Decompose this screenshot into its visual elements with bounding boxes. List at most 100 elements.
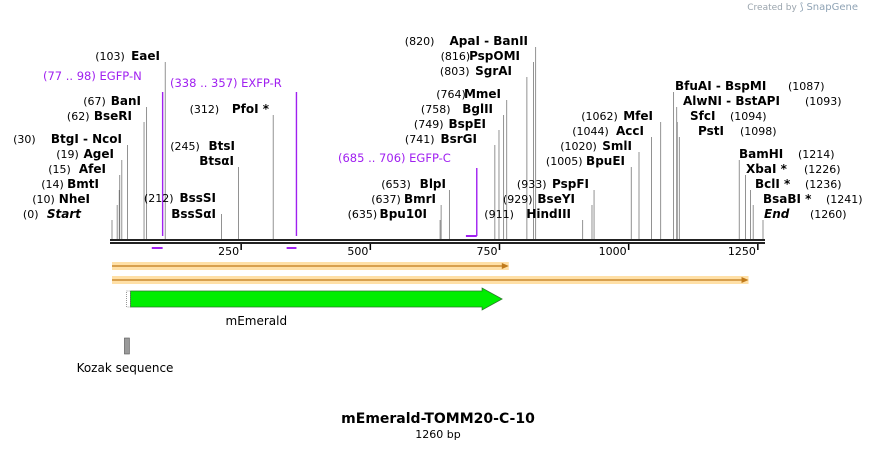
enzyme-site-bsss-i[interactable]: BssSαI: [171, 207, 216, 221]
enzyme-position: (749): [414, 118, 444, 131]
primer-layer: (77 .. 98) EGFP-N (338 .. 357) EXFP-R (685…: [43, 69, 478, 249]
enzyme-site-bspei[interactable]: BspEI(749): [414, 117, 486, 131]
enzyme-name: BlpI: [420, 177, 446, 191]
enzyme-name: BssSαI: [171, 207, 216, 221]
primer-label: (338 .. 357) EXFP-R: [170, 76, 282, 90]
enzyme-name: SmlI: [602, 139, 632, 153]
enzyme-name: Start: [47, 207, 82, 221]
enzyme-site-bfuai-bspmi[interactable]: BfuAI - BspMI (1087): [675, 79, 825, 93]
enzyme-position: (635): [348, 208, 378, 221]
enzyme-name: BtgI - NcoI: [51, 132, 122, 146]
enzyme-site-bsssi[interactable]: BssSI(212): [144, 191, 216, 205]
enzyme-site-bts-i[interactable]: BtsαI: [199, 154, 234, 168]
enzyme-position: (312): [190, 103, 220, 116]
enzyme-site-btgi-ncoi[interactable]: BtgI - NcoI(30): [13, 132, 122, 146]
enzyme-site-apai-banii[interactable]: ApaI - BanII(820): [405, 34, 528, 48]
enzyme-name: SfcI: [690, 109, 715, 123]
feature-start-marker: [126, 290, 131, 308]
enzyme-site-hindiii[interactable]: HindIII (911): [484, 207, 571, 221]
enzyme-position: (14): [41, 178, 64, 191]
snapgene-logo-icon: ⟆: [799, 2, 804, 13]
enzyme-site-blpi[interactable]: BlpI (653): [381, 177, 446, 191]
feature-label: Kozak sequence: [77, 361, 174, 375]
enzyme-site-agei[interactable]: AgeI (19): [56, 147, 114, 161]
enzyme-position: (637): [371, 193, 401, 206]
enzyme-site-bamhi[interactable]: BamHI(1214): [739, 147, 835, 161]
enzyme-name: PspOMI: [469, 49, 520, 63]
enzyme-position: (653): [381, 178, 411, 191]
enzyme-position: (15): [48, 163, 71, 176]
enzyme-position: (1094): [730, 110, 767, 123]
enzyme-name: PstI: [698, 124, 724, 138]
enzyme-name: BssSI: [179, 191, 216, 205]
enzyme-site-bsrgi[interactable]: BsrGI(741): [405, 132, 477, 146]
enzyme-position: (1226): [804, 163, 841, 176]
enzyme-position: (933): [517, 178, 547, 191]
enzyme-site-bsabi[interactable]: BsaBI *(1241): [763, 192, 863, 206]
enzyme-site-sfci[interactable]: SfcI (1094): [690, 109, 767, 123]
enzyme-site-acci[interactable]: AccI(1044): [572, 124, 644, 138]
enzyme-position: (1087): [788, 80, 825, 93]
enzyme-site-xbai[interactable]: XbaI *(1226): [746, 162, 841, 176]
enzyme-site-pspfi[interactable]: PspFI(933): [517, 177, 589, 191]
enzyme-site-bmri[interactable]: BmrI(637): [371, 192, 436, 206]
enzyme-position: (1044): [572, 125, 609, 138]
ruler-tick-label: 250: [218, 245, 239, 258]
enzyme-site-eaei[interactable]: EaeI(103): [95, 49, 160, 63]
enzyme-site-pfoi[interactable]: PfoI * (312): [190, 102, 270, 116]
enzyme-name: MmeI: [464, 87, 501, 101]
enzyme-position: (911): [484, 208, 514, 221]
enzyme-site-bpu10i[interactable]: Bpu10I(635): [348, 207, 427, 221]
sequence-backbone: [110, 239, 765, 244]
enzyme-name: HindIII: [526, 207, 571, 221]
enzyme-position: (1214): [798, 148, 835, 161]
enzyme-site-nhei[interactable]: NheI(10): [32, 192, 90, 206]
enzyme-site-mfei[interactable]: MfeI(1062): [581, 109, 653, 123]
enzyme-site-afei[interactable]: AfeI(15): [48, 162, 106, 176]
enzyme-position: (103): [95, 50, 125, 63]
enzyme-position: (0): [23, 208, 39, 221]
enzyme-site-bcli[interactable]: BclI *(1236): [755, 177, 842, 191]
enzyme-position: (1236): [805, 178, 842, 191]
primer-exfp-r[interactable]: (338 .. 357) EXFP-R: [170, 76, 298, 249]
enzyme-site-alwni-bstapi[interactable]: AlwNI - BstAPI(1093): [683, 94, 842, 108]
enzyme-position: (1098): [740, 125, 777, 138]
enzyme-site-bani[interactable]: BanI(67): [83, 94, 141, 108]
enzyme-name: BmtI: [67, 177, 99, 191]
enzyme-site-smli[interactable]: SmlI(1020): [560, 139, 632, 153]
ruler-tick-label: 1250: [728, 245, 756, 258]
primer-egfp-n[interactable]: (77 .. 98) EGFP-N: [43, 69, 164, 249]
enzyme-name: BanI: [111, 94, 141, 108]
enzyme-site-mmei[interactable]: MmeI(764): [436, 87, 501, 101]
primer-egfp-c[interactable]: (685 .. 706) EGFP-C: [338, 151, 478, 237]
enzyme-site-btsi[interactable]: BtsI(245): [170, 139, 235, 153]
orf-layer: [112, 262, 749, 284]
enzyme-name: SgrAI: [475, 64, 512, 78]
enzyme-site-bpuei[interactable]: BpuEI(1005): [546, 154, 625, 168]
enzyme-site-end[interactable]: End(1260): [764, 207, 847, 221]
map-title: mEmerald-TOMM20-C-10: [341, 411, 535, 427]
enzyme-name: PfoI *: [232, 102, 270, 116]
enzyme-name: AlwNI - BstAPI: [683, 94, 780, 108]
enzyme-site-sgrai[interactable]: SgrAI(803): [440, 64, 512, 78]
enzyme-name: MfeI: [623, 109, 653, 123]
enzyme-site-bmti[interactable]: BmtI(14): [41, 177, 99, 191]
enzyme-position: (245): [170, 140, 200, 153]
enzyme-site-pspomi[interactable]: PspOMI(816): [441, 49, 520, 63]
enzyme-position: (1005): [546, 155, 583, 168]
enzyme-name: BfuAI - BspMI: [675, 79, 766, 93]
enzyme-site-start[interactable]: Start (0): [23, 207, 82, 221]
enzyme-name: BsaBI *: [763, 192, 812, 206]
enzyme-site-psti[interactable]: PstI (1098): [698, 124, 777, 138]
feature-kozak-sequence[interactable]: Kozak sequence: [77, 337, 174, 375]
enzyme-position: (19): [56, 148, 79, 161]
ruler-tick-label: 750: [477, 245, 498, 258]
enzyme-site-bseri[interactable]: BseRI(62): [67, 109, 132, 123]
enzyme-name: AgeI: [84, 147, 114, 161]
enzyme-site-bglii[interactable]: BglII(758): [421, 102, 493, 116]
enzyme-position: (758): [421, 103, 451, 116]
enzyme-site-bseyi[interactable]: BseYI(929): [503, 192, 575, 206]
enzyme-name: BseRI: [94, 109, 132, 123]
feature-memerald[interactable]: mEmerald: [126, 287, 503, 328]
